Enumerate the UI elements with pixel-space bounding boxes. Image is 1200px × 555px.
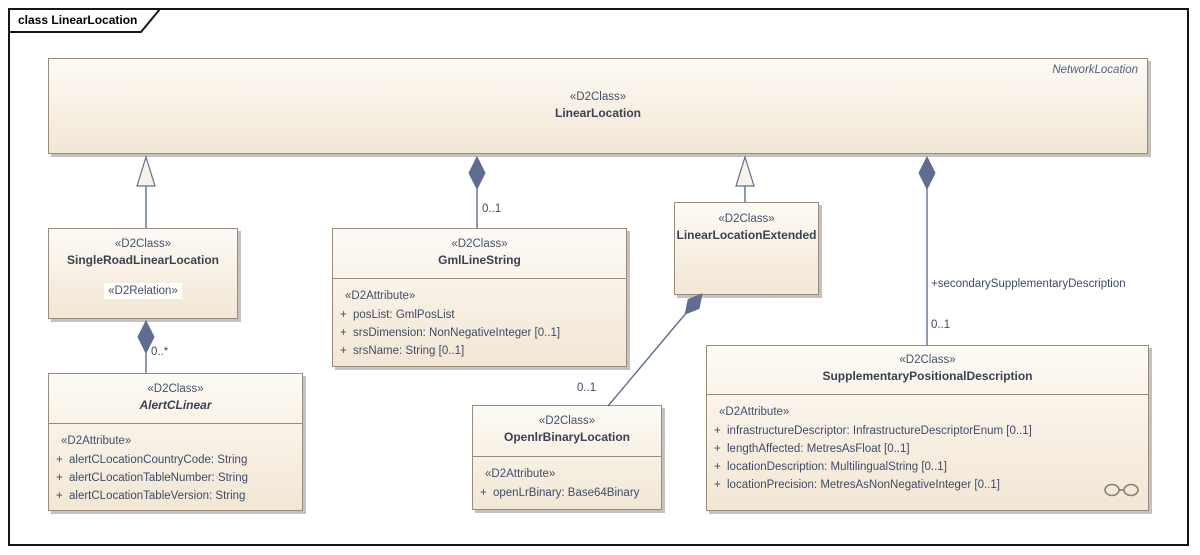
frame-tab [8,8,163,33]
attribute-row: +infrastructureDescriptor: Infrastructur… [714,425,1032,437]
class-openlrbinarylocation[interactable]: «D2Class» OpenlrBinaryLocation «D2Attrib… [472,405,662,510]
attribute-row: +srsDimension: NonNegativeInteger [0..1] [340,327,561,339]
class-name: GmlLineString [438,253,521,267]
stereotype-label: «D2Class» [147,383,204,395]
class-linearlocation[interactable]: NetworkLocation «D2Class» LinearLocation [48,58,1148,154]
stereotype-label: «D2Class» [114,238,172,250]
stereotype-label: «D2Class» [569,91,627,103]
class-linearlocationextended[interactable]: «D2Class» LinearLocationExtended [674,202,819,295]
attribute-stereotype-label: «D2Attribute» [719,406,790,418]
attribute-stereotype-label: «D2Attribute» [485,468,556,480]
stereotype-label: «D2Class» [538,415,596,427]
class-name: SingleRoadLinearLocation [66,253,219,267]
multiplicity-label-gmllinestring: 0..1 [482,203,502,215]
class-gmllinestring[interactable]: «D2Class» GmlLineString «D2Attribute» +p… [332,228,627,367]
relation-stereotype-label: «D2Relation» [104,283,182,299]
class-alertclinear[interactable]: «D2Class» AlertCLinear «D2Attribute» +al… [48,373,303,511]
attribute-row: +posList: GmlPosList [340,309,455,321]
role-label-secondary-supplementary: +secondarySupplementaryDescription [931,278,1126,290]
stereotype-label: «D2Class» [451,238,508,250]
stereotype-label: «D2Class» [718,213,775,225]
class-name: LinearLocationExtended [676,228,817,242]
class-name: OpenlrBinaryLocation [503,430,631,444]
class-supplementarypositionaldescription[interactable]: «D2Class» SupplementaryPositionalDescrip… [706,345,1149,511]
link-icon [1104,483,1139,497]
attribute-row: +locationDescription: MultilingualString… [714,461,947,473]
attribute-stereotype-label: «D2Attribute» [345,290,416,302]
attribute-row: +alertCLocationTableNumber: String [56,472,248,484]
frame-tab-label: class LinearLocation [18,13,138,27]
class-name: AlertCLinear [139,398,212,412]
attribute-row: +srsName: String [0..1] [340,345,465,357]
attribute-row: +locationPrecision: MetresAsNonNegativeI… [714,479,1000,491]
attribute-stereotype-label: «D2Attribute» [61,435,132,447]
multiplicity-label-openlrbinary: 0..1 [577,382,597,394]
multiplicity-label-supplementary: 0..1 [931,319,951,331]
attribute-row: +lengthAffected: MetresAsFloat [0..1] [714,443,910,455]
attribute-row: +openLrBinary: Base64Binary [480,487,640,499]
multiplicity-label-alertclinear: 0..* [151,346,169,358]
attribute-row: +alertCLocationCountryCode: String [56,454,248,466]
stereotype-label: «D2Class» [899,354,956,366]
attribute-row: +alertCLocationTableVersion: String [56,490,246,502]
diagram-frame [8,8,1189,546]
class-name: LinearLocation [554,106,641,120]
class-name: SupplementaryPositionalDescription [822,369,1033,383]
parent-classifier-label: NetworkLocation [1052,64,1138,76]
class-singleroadlinearlocation[interactable]: «D2Class» SingleRoadLinearLocation «D2Re… [48,228,238,319]
